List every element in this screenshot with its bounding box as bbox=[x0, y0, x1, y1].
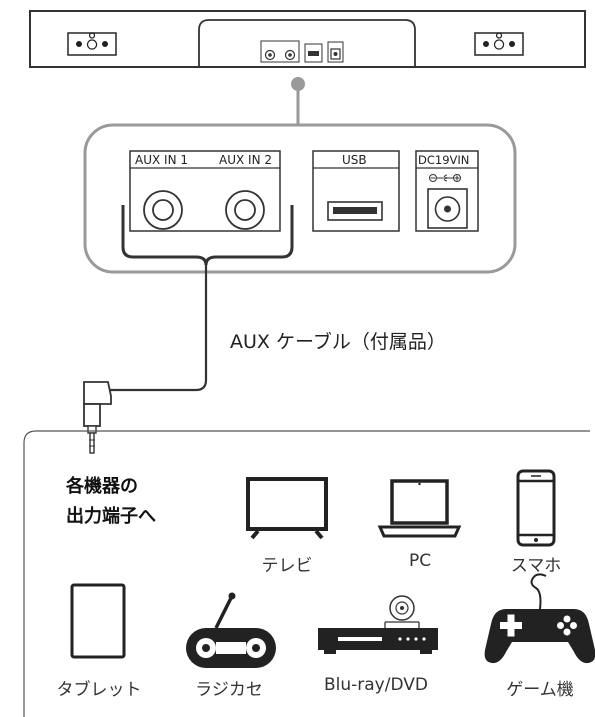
bar-ports-mini bbox=[260, 40, 344, 63]
laptop-icon bbox=[377, 479, 462, 538]
device-area-frame bbox=[23, 430, 590, 717]
bluray-player-icon bbox=[318, 595, 438, 654]
source-heading-line1: 各機器の bbox=[66, 476, 138, 497]
dc-in-label: DC19VIN bbox=[418, 153, 469, 167]
polarity-symbol bbox=[429, 174, 461, 182]
tablet-icon bbox=[70, 583, 126, 659]
aux-in-2-label: AUX IN 2 bbox=[219, 153, 272, 167]
game-console-label: ゲーム機 bbox=[506, 680, 574, 700]
bluray-dvd-label: Blu-ray/DVD bbox=[323, 675, 428, 695]
smartphone-icon bbox=[516, 469, 556, 547]
dc-port-box bbox=[415, 150, 479, 232]
usb-label: USB bbox=[342, 153, 367, 167]
aux-port-group bbox=[129, 150, 281, 232]
aux-in-1-label: AUX IN 1 bbox=[135, 153, 188, 167]
radio-cassette-icon bbox=[186, 592, 276, 668]
source-heading-line2: 出力端子へ bbox=[66, 506, 156, 527]
wall-mount-hole-right bbox=[474, 32, 524, 56]
cable-label: AUX ケーブル（付属品） bbox=[230, 331, 446, 353]
tv-icon bbox=[246, 477, 328, 540]
tablet-label: タブレット bbox=[56, 680, 142, 700]
game-controller-icon bbox=[484, 573, 595, 664]
radio-cassette-label: ラジカセ bbox=[195, 680, 263, 700]
zoom-connector bbox=[291, 77, 305, 125]
aux-plug-icon bbox=[83, 381, 112, 454]
pc-label: PC bbox=[408, 551, 432, 571]
wall-mount-hole-left bbox=[67, 32, 117, 56]
smartphone-label: スマホ bbox=[510, 556, 562, 576]
tv-label: テレビ bbox=[261, 556, 313, 576]
usb-port-box bbox=[312, 150, 400, 232]
aux-cable bbox=[99, 265, 208, 394]
